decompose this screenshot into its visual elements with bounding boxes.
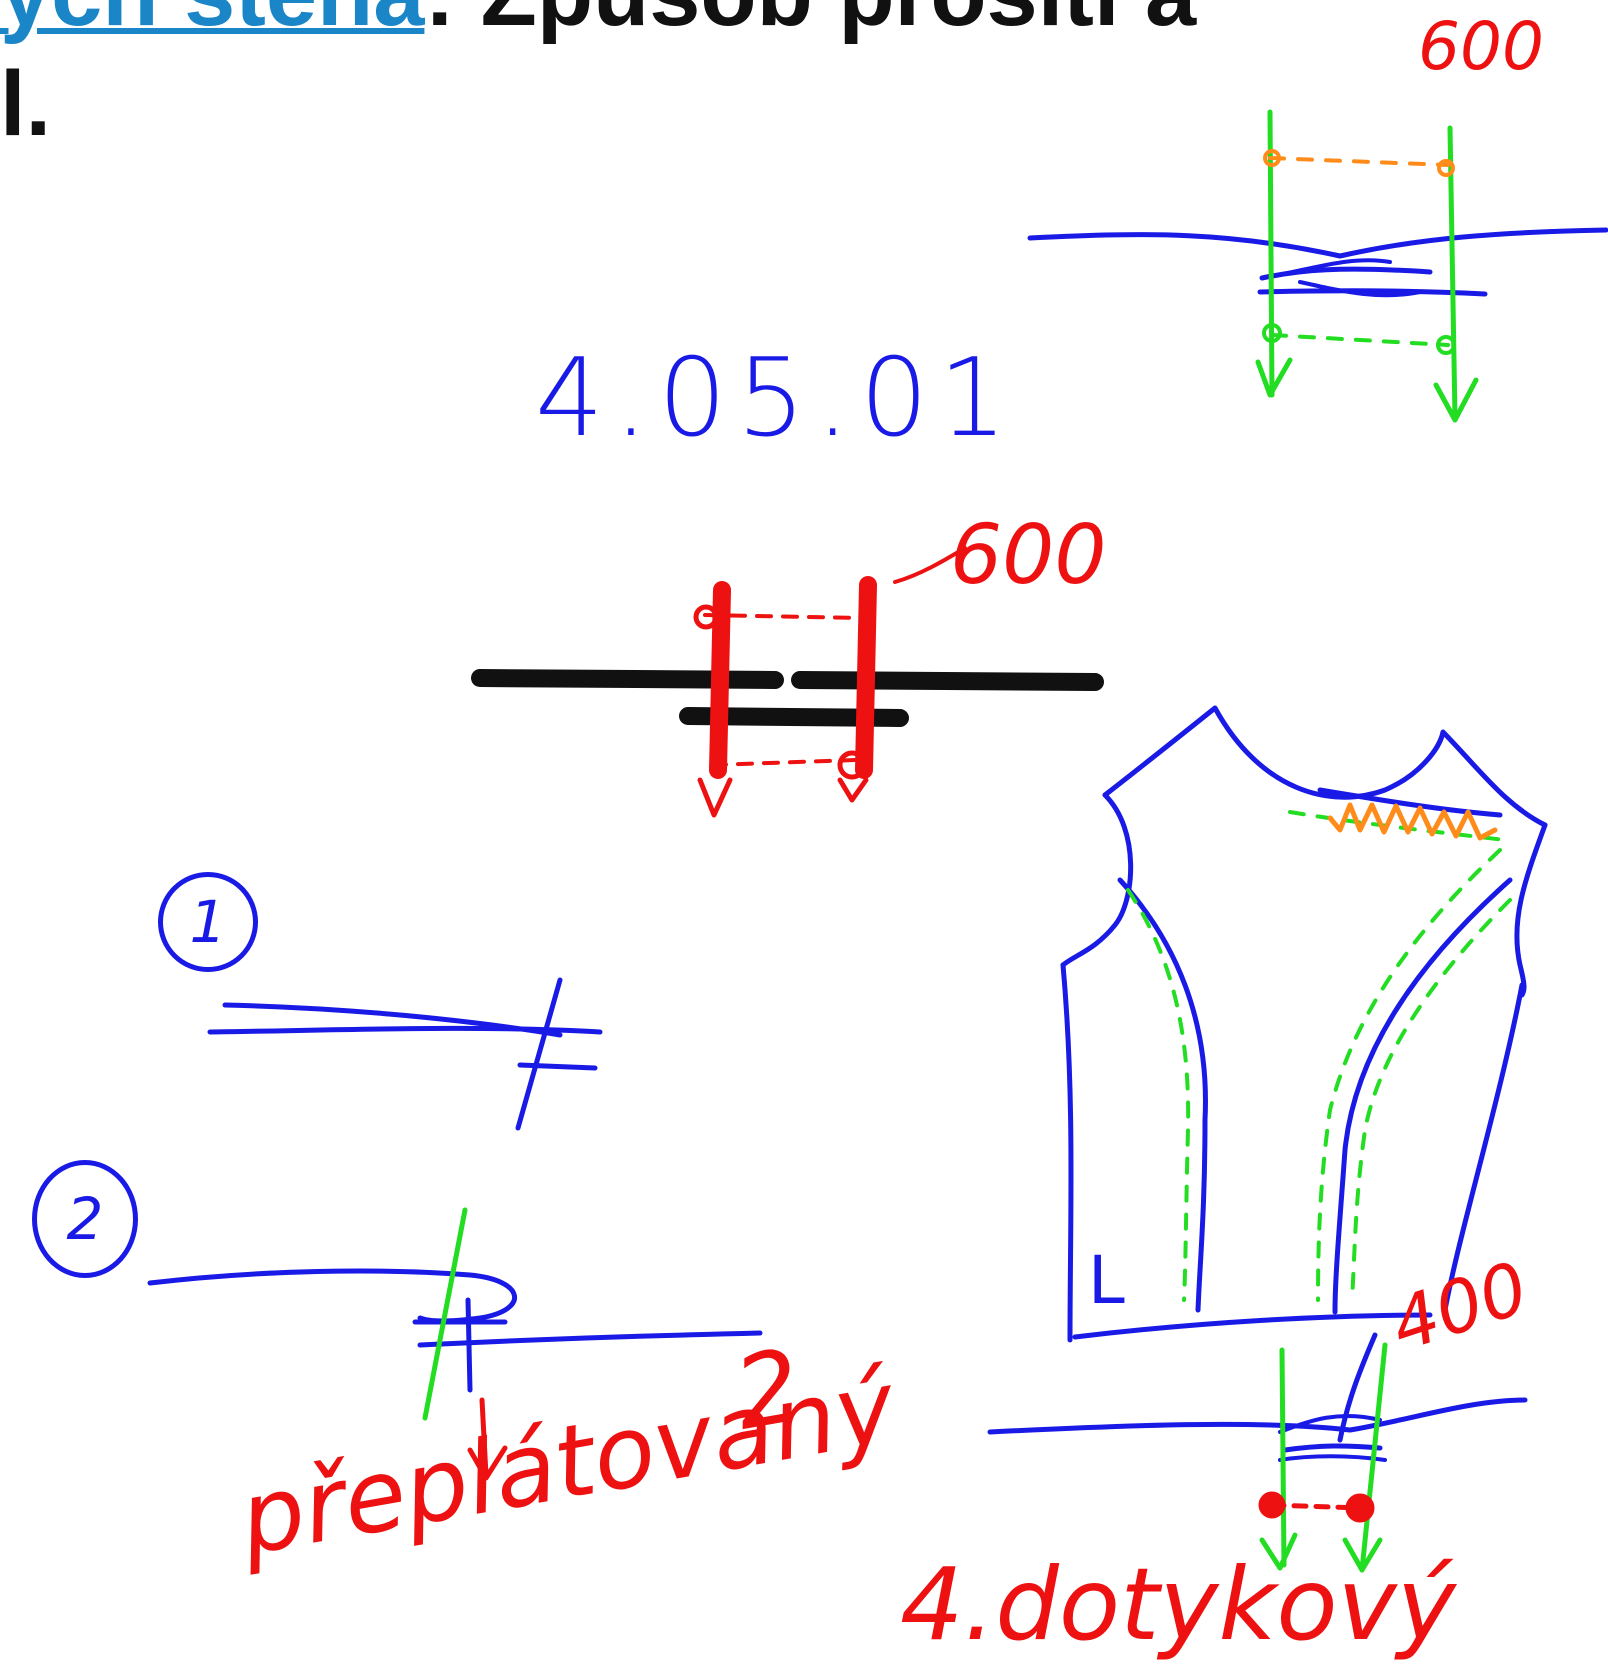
- left-armhole: [1060, 792, 1134, 968]
- seam-detail-top-right: [1027, 109, 1608, 423]
- dim-line-orange: [1268, 156, 1450, 167]
- garment-outline: [1060, 705, 1548, 1343]
- step-marker-1: 1: [158, 872, 258, 972]
- right-armhole: [1514, 822, 1548, 998]
- shoulder-line: [1317, 787, 1503, 818]
- stitch-panel-right-a: [1316, 848, 1502, 1302]
- page-heading: ych stena: Způsob prošití a: [0, 0, 1196, 40]
- stitch-panel-right-b: [1350, 898, 1512, 1302]
- seam-sketch-2: [147, 1207, 763, 1481]
- panel-seam-right: [1332, 877, 1513, 1315]
- dimension-label-top: 600: [1418, 8, 1544, 85]
- panel-bottom-line: [1257, 288, 1488, 297]
- fabric-right: [791, 671, 1104, 691]
- hem: [1072, 1312, 1433, 1340]
- step-marker-1-label: 1: [189, 888, 227, 956]
- page-heading-line-2: l.: [0, 53, 52, 155]
- heading-text: : Způsob prošití a: [424, 0, 1196, 45]
- dim-line-red-bottom: [710, 758, 857, 767]
- stitch-right: [1447, 125, 1458, 421]
- panel-fold: [1260, 258, 1422, 298]
- step-marker-2-label: 2: [66, 1185, 104, 1253]
- panel-upper-line: [1027, 227, 1608, 259]
- arrow-right: [1433, 377, 1479, 423]
- dim-line-green: [1270, 333, 1450, 347]
- dimension-label-middle: 600: [950, 508, 1107, 603]
- heading-link[interactable]: ych stena: [0, 0, 424, 45]
- stitch-panel-left: [1126, 888, 1191, 1302]
- stitch-left: [1267, 109, 1275, 398]
- panel-mark: L: [1088, 1242, 1125, 1319]
- stitch-left-red: [709, 581, 731, 779]
- orange-zigzag: [1327, 802, 1498, 841]
- panel-seam-left: [1117, 877, 1208, 1313]
- stitch-right-red: [855, 576, 877, 779]
- seam-sketch-1: [207, 977, 603, 1131]
- right-side: [1442, 982, 1525, 1313]
- diagram-number: 4.05.01: [535, 336, 1018, 461]
- step-marker-2: 2: [32, 1160, 138, 1278]
- seam-detail-bottom-right: [987, 1332, 1528, 1573]
- arrow-down: [467, 1397, 508, 1481]
- neckline: [1102, 705, 1548, 828]
- arrow-right-red: [837, 777, 869, 803]
- left-side: [1060, 962, 1074, 1343]
- dim-line-red-top: [703, 613, 864, 620]
- seam-detail-middle: [471, 546, 1104, 818]
- arrow-left-red: [697, 777, 733, 818]
- fabric-left: [471, 669, 784, 689]
- seam-type-label-butt: 4.dotykový: [900, 1546, 1456, 1663]
- arrow-left: [1255, 357, 1293, 398]
- dim-leader: [893, 546, 967, 584]
